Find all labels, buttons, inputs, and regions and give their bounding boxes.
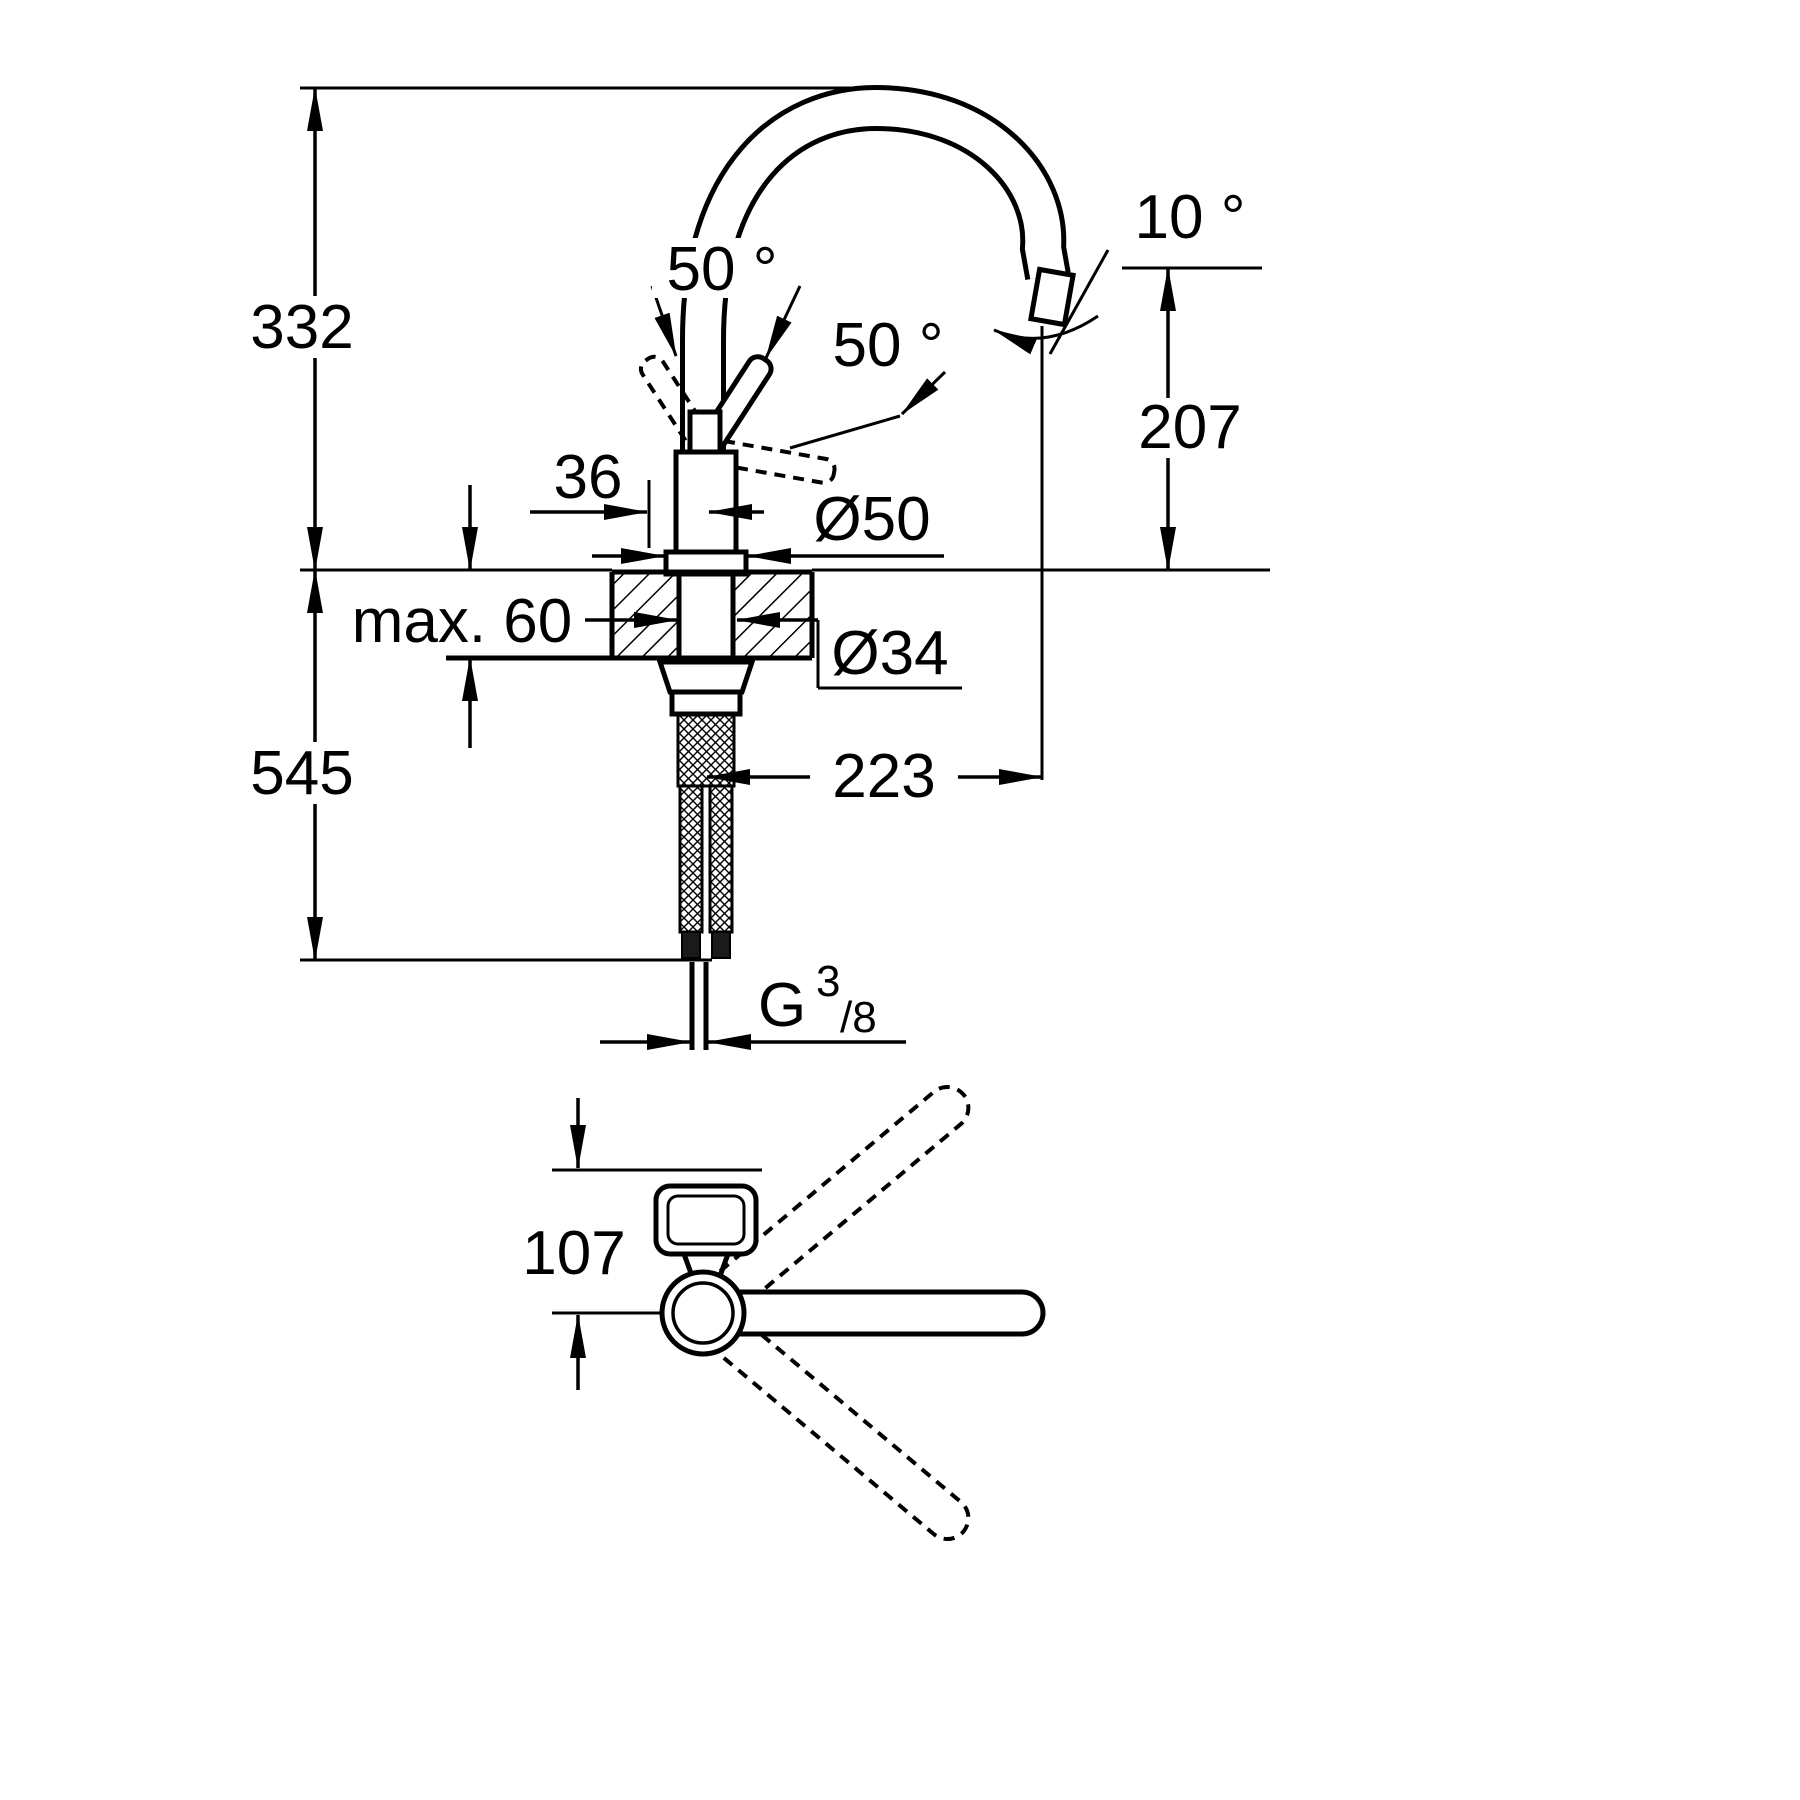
angle-10: 10 ° (993, 183, 1246, 355)
dimension-dia-50: Ø50 (592, 485, 944, 564)
dimension-36: 36 (530, 443, 764, 548)
handle-top-detail (666, 1194, 746, 1246)
dimension-332: 332 (238, 86, 876, 572)
label-outlet-height: 207 (1138, 393, 1241, 462)
spout-outlet (1028, 266, 1076, 328)
label-height-545: 545 (250, 739, 353, 808)
body-top-view-inner (671, 1281, 735, 1345)
label-thread-numerator: 3 (816, 957, 840, 1006)
label-thread-denominator: /8 (840, 993, 877, 1042)
dimension-223: 223 (706, 326, 1044, 811)
dimension-dia-34: Ø34 (585, 612, 962, 690)
label-top-view-depth: 107 (522, 1219, 625, 1288)
angle-50-side: 50 ° (650, 235, 802, 359)
handle-neck-edge (717, 1253, 731, 1277)
dimension-107: 107 (522, 1098, 762, 1390)
label-lever-angle-front: 50 ° (833, 311, 944, 380)
dimension-max-60: max. 60 (352, 485, 573, 748)
lever-dashed-left (638, 354, 715, 455)
label-thread-g: G (758, 971, 806, 1040)
label-deck-thickness: max. 60 (352, 587, 573, 656)
label-offset-36: 36 (554, 443, 623, 512)
spout-arc (680, 84, 1071, 465)
label-height-332: 332 (250, 293, 353, 362)
handle-top-view (653, 1183, 759, 1257)
dimension-207: 207 (812, 266, 1270, 572)
spout-top-view (700, 1289, 1046, 1337)
label-outlet-angle: 10 ° (1135, 183, 1246, 252)
label-flange-dia: Ø50 (813, 485, 930, 554)
dimension-545: 545 (236, 569, 712, 962)
faucet-top-view (653, 1084, 1046, 1542)
supply-hoses (678, 784, 734, 1050)
label-lever-angle-side: 50 ° (667, 235, 778, 304)
faucet-body (673, 449, 739, 557)
cartridge-stem (687, 409, 723, 459)
dimension-thread: G 3 /8 (600, 957, 906, 1050)
angle-50-open: 50 ° (789, 311, 947, 450)
lever-dashed-open (703, 437, 837, 485)
label-hole-dia: Ø34 (831, 619, 948, 688)
label-spout-reach: 223 (832, 742, 935, 811)
mounting-hardware (656, 659, 756, 788)
